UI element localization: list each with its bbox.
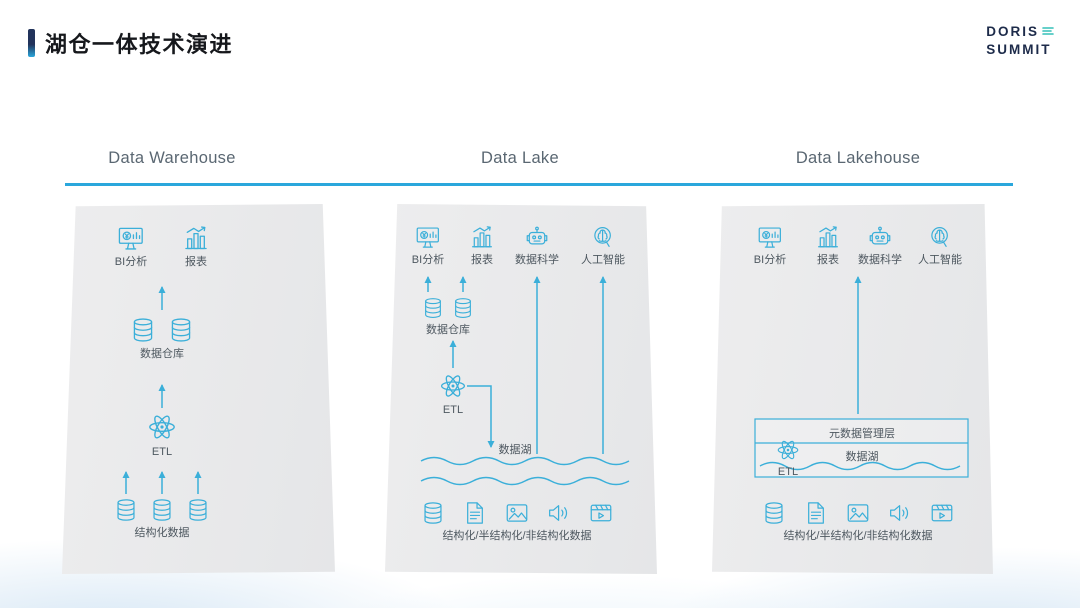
slide-title: 湖仓一体技术演进 (45, 32, 234, 57)
data-warehouse-label: 数据仓库 (426, 324, 470, 336)
lake-wave-line (420, 456, 630, 466)
database-icon (421, 296, 445, 320)
database-icon (149, 497, 175, 523)
database-icon (113, 497, 139, 523)
raw-data-node: 结构化/半结构化/非结构化数据 (420, 500, 614, 543)
header-divider-line (65, 183, 1013, 186)
report-node: 报表 (815, 224, 841, 267)
database-icon (420, 500, 446, 526)
bi-analysis-icon (117, 224, 145, 252)
flow-arrows (122, 286, 202, 494)
bi-analysis-node: BI分析 (754, 224, 786, 267)
report-node: 报表 (182, 224, 210, 269)
ai-node: 人工智能 (581, 224, 625, 267)
audio-icon (887, 500, 913, 526)
data-science-node: 数据科学 (858, 224, 902, 267)
logo-text-summit: SUMMIT (986, 41, 1052, 57)
database-icon (761, 500, 787, 526)
audio-icon (546, 500, 572, 526)
raw-data-label: 结构化/半结构化/非结构化数据 (783, 530, 933, 542)
report-node: 报表 (469, 224, 495, 267)
etl-label: ETL (442, 404, 464, 416)
ai-node: 人工智能 (918, 224, 962, 267)
report-icon (815, 224, 841, 250)
column-header-data-lake: Data Lake (481, 149, 559, 167)
brain-ai-icon (590, 224, 616, 250)
bi-analysis-icon (415, 224, 441, 250)
report-label: 报表 (185, 256, 207, 268)
atom-etl-icon (776, 438, 800, 462)
etl-node: ETL (439, 372, 467, 417)
bi-analysis-label: BI分析 (411, 254, 445, 266)
atom-etl-icon (439, 372, 467, 400)
column-header-data-lakehouse: Data Lakehouse (795, 149, 921, 167)
atom-etl-icon (147, 412, 177, 442)
video-icon (929, 500, 955, 526)
ai-label: 人工智能 (918, 254, 962, 266)
lake-wave-line (759, 461, 961, 471)
lake-flow-overlay (420, 276, 630, 486)
robot-data-science-icon (867, 224, 893, 250)
data-warehouse-node: 数据仓库 (421, 296, 475, 337)
raw-data-node: 结构化/半结构化/非结构化数据 (761, 500, 955, 543)
bi-analysis-label: BI分析 (753, 254, 787, 266)
structured-data-node: 结构化数据 (113, 497, 211, 540)
logo-mark-icon (1042, 23, 1054, 41)
etl-label: ETL (777, 466, 799, 478)
data-science-label: 数据科学 (515, 254, 559, 266)
report-label: 报表 (471, 254, 493, 266)
database-icon (451, 296, 475, 320)
report-icon (469, 224, 495, 250)
panel-data-lake: BI分析 报表 数据科学 人工智能 数据仓库 ETL 数据湖 (385, 204, 657, 574)
report-icon (182, 224, 210, 252)
robot-data-science-icon (524, 224, 550, 250)
structured-data-label: 结构化数据 (134, 527, 190, 539)
panel-data-warehouse: BI分析 报表 数据仓库 ETL 结构化数据 (62, 204, 335, 574)
data-warehouse-node: 数据仓库 (129, 316, 195, 361)
bi-analysis-node: BI分析 (115, 224, 147, 269)
document-icon (803, 500, 829, 526)
document-icon (462, 500, 488, 526)
title-accent-bar (28, 29, 35, 57)
ai-label: 人工智能 (581, 254, 625, 266)
report-label: 报表 (817, 254, 839, 266)
etl-node: ETL (147, 412, 177, 459)
warehouse-flow-overlay (122, 286, 202, 494)
logo-text-doris: DORIS (986, 24, 1039, 39)
bi-analysis-icon (757, 224, 783, 250)
database-icon (167, 316, 195, 344)
image-icon (504, 500, 530, 526)
column-header-data-warehouse: Data Warehouse (108, 149, 236, 167)
panel-data-lakehouse: BI分析 报表 数据科学 人工智能 元数据管理层 数据湖 ETL (712, 204, 993, 574)
database-icon (129, 316, 157, 344)
etl-node: ETL (776, 438, 800, 479)
bi-analysis-node: BI分析 (412, 224, 444, 267)
database-icon (185, 497, 211, 523)
raw-data-label: 结构化/半结构化/非结构化数据 (442, 530, 592, 542)
image-icon (845, 500, 871, 526)
data-science-label: 数据科学 (858, 254, 902, 266)
doris-summit-logo: DORIS SUMMIT (986, 23, 1054, 58)
data-lake-label: 数据湖 (845, 451, 879, 463)
bi-analysis-label: BI分析 (114, 256, 148, 268)
video-icon (588, 500, 614, 526)
etl-label: ETL (151, 446, 173, 458)
data-lake-label: 数据湖 (498, 444, 532, 456)
lake-wave-line (420, 476, 630, 486)
data-science-node: 数据科学 (515, 224, 559, 267)
data-warehouse-label: 数据仓库 (140, 348, 184, 360)
brain-ai-icon (927, 224, 953, 250)
flow-arrows (424, 276, 607, 454)
metadata-layer-label: 元数据管理层 (829, 428, 895, 440)
